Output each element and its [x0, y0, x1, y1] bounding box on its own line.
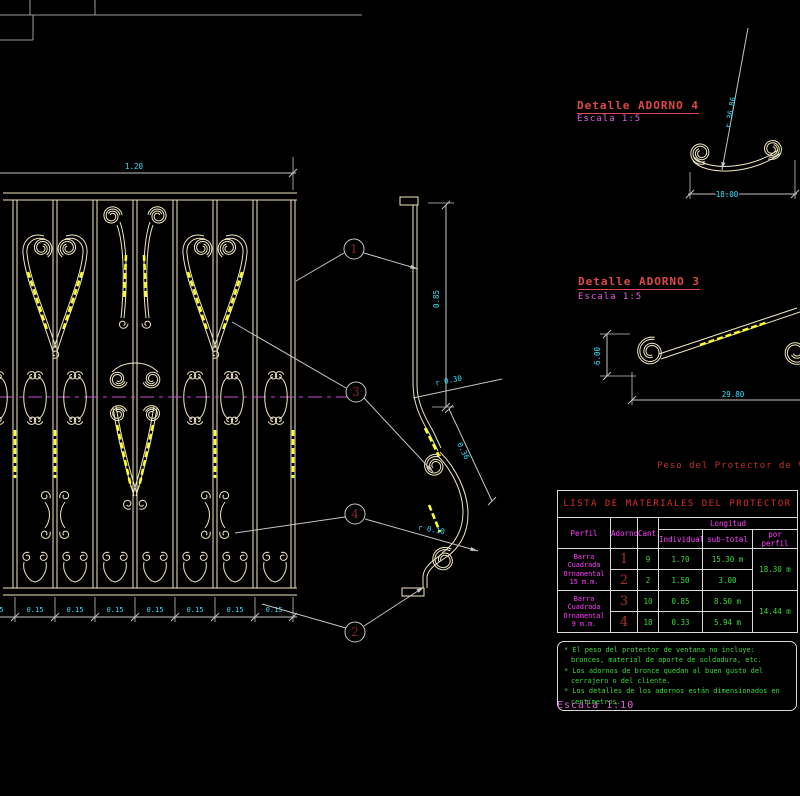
front-ornaments [0, 206, 295, 583]
col-cant: Cant. [637, 517, 659, 549]
callout-circle [345, 381, 367, 403]
callout-leaders [231, 252, 479, 629]
detail-adorno3-title: Detalle ADORNO 3 [578, 275, 700, 290]
table-row: Barra Cuadrada Ornamental 9 m.m. 3 10 0.… [557, 590, 798, 633]
subtotal-value: 5.94 m [702, 611, 753, 633]
adorno-id: 1 [610, 548, 638, 570]
detail-adorno3-drawing [600, 307, 800, 405]
callout-number: 3 [352, 385, 360, 399]
profile-dims [412, 200, 503, 506]
col-perfil: Perfil [557, 517, 611, 549]
col-subtotal: sub-total [702, 529, 753, 549]
notes-box: * El peso del protector de ventana no in… [557, 641, 797, 712]
cant-value: 10 [637, 590, 659, 612]
col-porperfil: por perfil [752, 529, 798, 549]
dim-belly-depth: 0.36 [455, 441, 471, 462]
individual-value: 1.70 [658, 548, 703, 570]
dim-bend-radius: r 0.30 [434, 373, 463, 387]
profile-view [399, 196, 469, 597]
table-row: Barra Cuadrada Ornamental 15 m.m. 1 9 1.… [557, 548, 798, 591]
dim-bar-spacing: 0.15 [266, 606, 283, 614]
callout-number: 1 [350, 242, 358, 256]
dim-bar-spacing: 0.15 [147, 606, 164, 614]
dim-adorno4-width: 18.00 [716, 190, 739, 199]
perfil-group: Barra Cuadrada Ornamental 9 m.m. [557, 590, 611, 633]
dim-bar-spacing: 0.15 [27, 606, 44, 614]
dim-front-width: 1.20 [125, 162, 144, 171]
individual-value: 0.85 [658, 590, 703, 612]
materials-table: LISTA DE MATERIALES DEL PROTECTOR Perfil… [557, 490, 798, 633]
weight-note: Peso del Protector de V [657, 461, 800, 471]
individual-value: 1.50 [658, 569, 703, 591]
callout-circle [344, 621, 366, 643]
dim-scroll-radius: r 0.10 [417, 523, 446, 536]
perfil-group: Barra Cuadrada Ornamental 15 m.m. [557, 548, 611, 591]
dim-bar-spacing: 0.15 [227, 606, 244, 614]
detail-adorno4-title: Detalle ADORNO 4 [577, 99, 699, 114]
detail-adorno4-drawing [685, 27, 800, 199]
dim-bar-spacing: 0.15 [0, 606, 3, 614]
table-row: 4 18 0.33 5.94 m [558, 611, 798, 633]
cant-value: 9 [637, 548, 659, 570]
porperfil-value: 14.44 m [752, 590, 798, 633]
dim-adorno4-radius: r 36.86 [723, 96, 737, 129]
col-adorno: Adorno [610, 517, 638, 549]
col-longitud: Longitud [658, 517, 798, 530]
callout-circle [343, 238, 365, 260]
table-title: LISTA DE MATERIALES DEL PROTECTOR [557, 490, 798, 518]
subtotal-value: 15.30 m [702, 548, 753, 570]
subtotal-value: 3.00 [702, 569, 753, 591]
callout-1: 1 [343, 238, 365, 260]
dim-bar-spacing: 0.15 [67, 606, 84, 614]
individual-value: 0.33 [658, 611, 703, 633]
subtotal-value: 8.50 m [702, 590, 753, 612]
adorno-id: 2 [610, 569, 638, 591]
dim-adorno3-width: 29.80 [722, 390, 745, 399]
cant-value: 18 [637, 611, 659, 633]
callout-2: 2 [344, 621, 366, 643]
note-line: * El peso del protector de ventana no in… [564, 646, 762, 665]
dim-bar-spacing: 0.15 [187, 606, 204, 614]
cant-value: 2 [637, 569, 659, 591]
note-line: * Los detalles de los adornos están dime… [564, 687, 780, 706]
adorno-id: 4 [610, 611, 638, 633]
detail-adorno4-scale: Escala 1:5 [577, 114, 642, 124]
porperfil-value: 18.30 m [752, 548, 798, 591]
callout-number: 4 [351, 507, 359, 521]
callout-number: 2 [351, 625, 359, 639]
callout-3: 3 [345, 381, 367, 403]
col-individual: Individual [658, 529, 703, 549]
callout-circle [344, 503, 366, 525]
sheet-scale: Escala 1:10 [557, 700, 635, 711]
generated-linework: 0.15 0.15 0.15 0.15 0.15 0.15 0.15 0.15 [0, 0, 800, 629]
front-view: 0.15 0.15 0.15 0.15 0.15 0.15 0.15 0.15 [0, 157, 347, 622]
note-line: * Los adornos de bronce quedan al buen g… [564, 666, 764, 686]
dim-bar-spacing: 0.15 [107, 606, 124, 614]
detail-adorno3-scale: Escala 1:5 [578, 292, 643, 302]
dim-adorno3-height: 6.00 [593, 346, 602, 365]
dim-profile-height: 0.85 [432, 290, 441, 308]
adorno-id: 3 [610, 590, 638, 612]
sheet-border-lines [0, 0, 362, 41]
callout-4: 4 [344, 503, 366, 525]
